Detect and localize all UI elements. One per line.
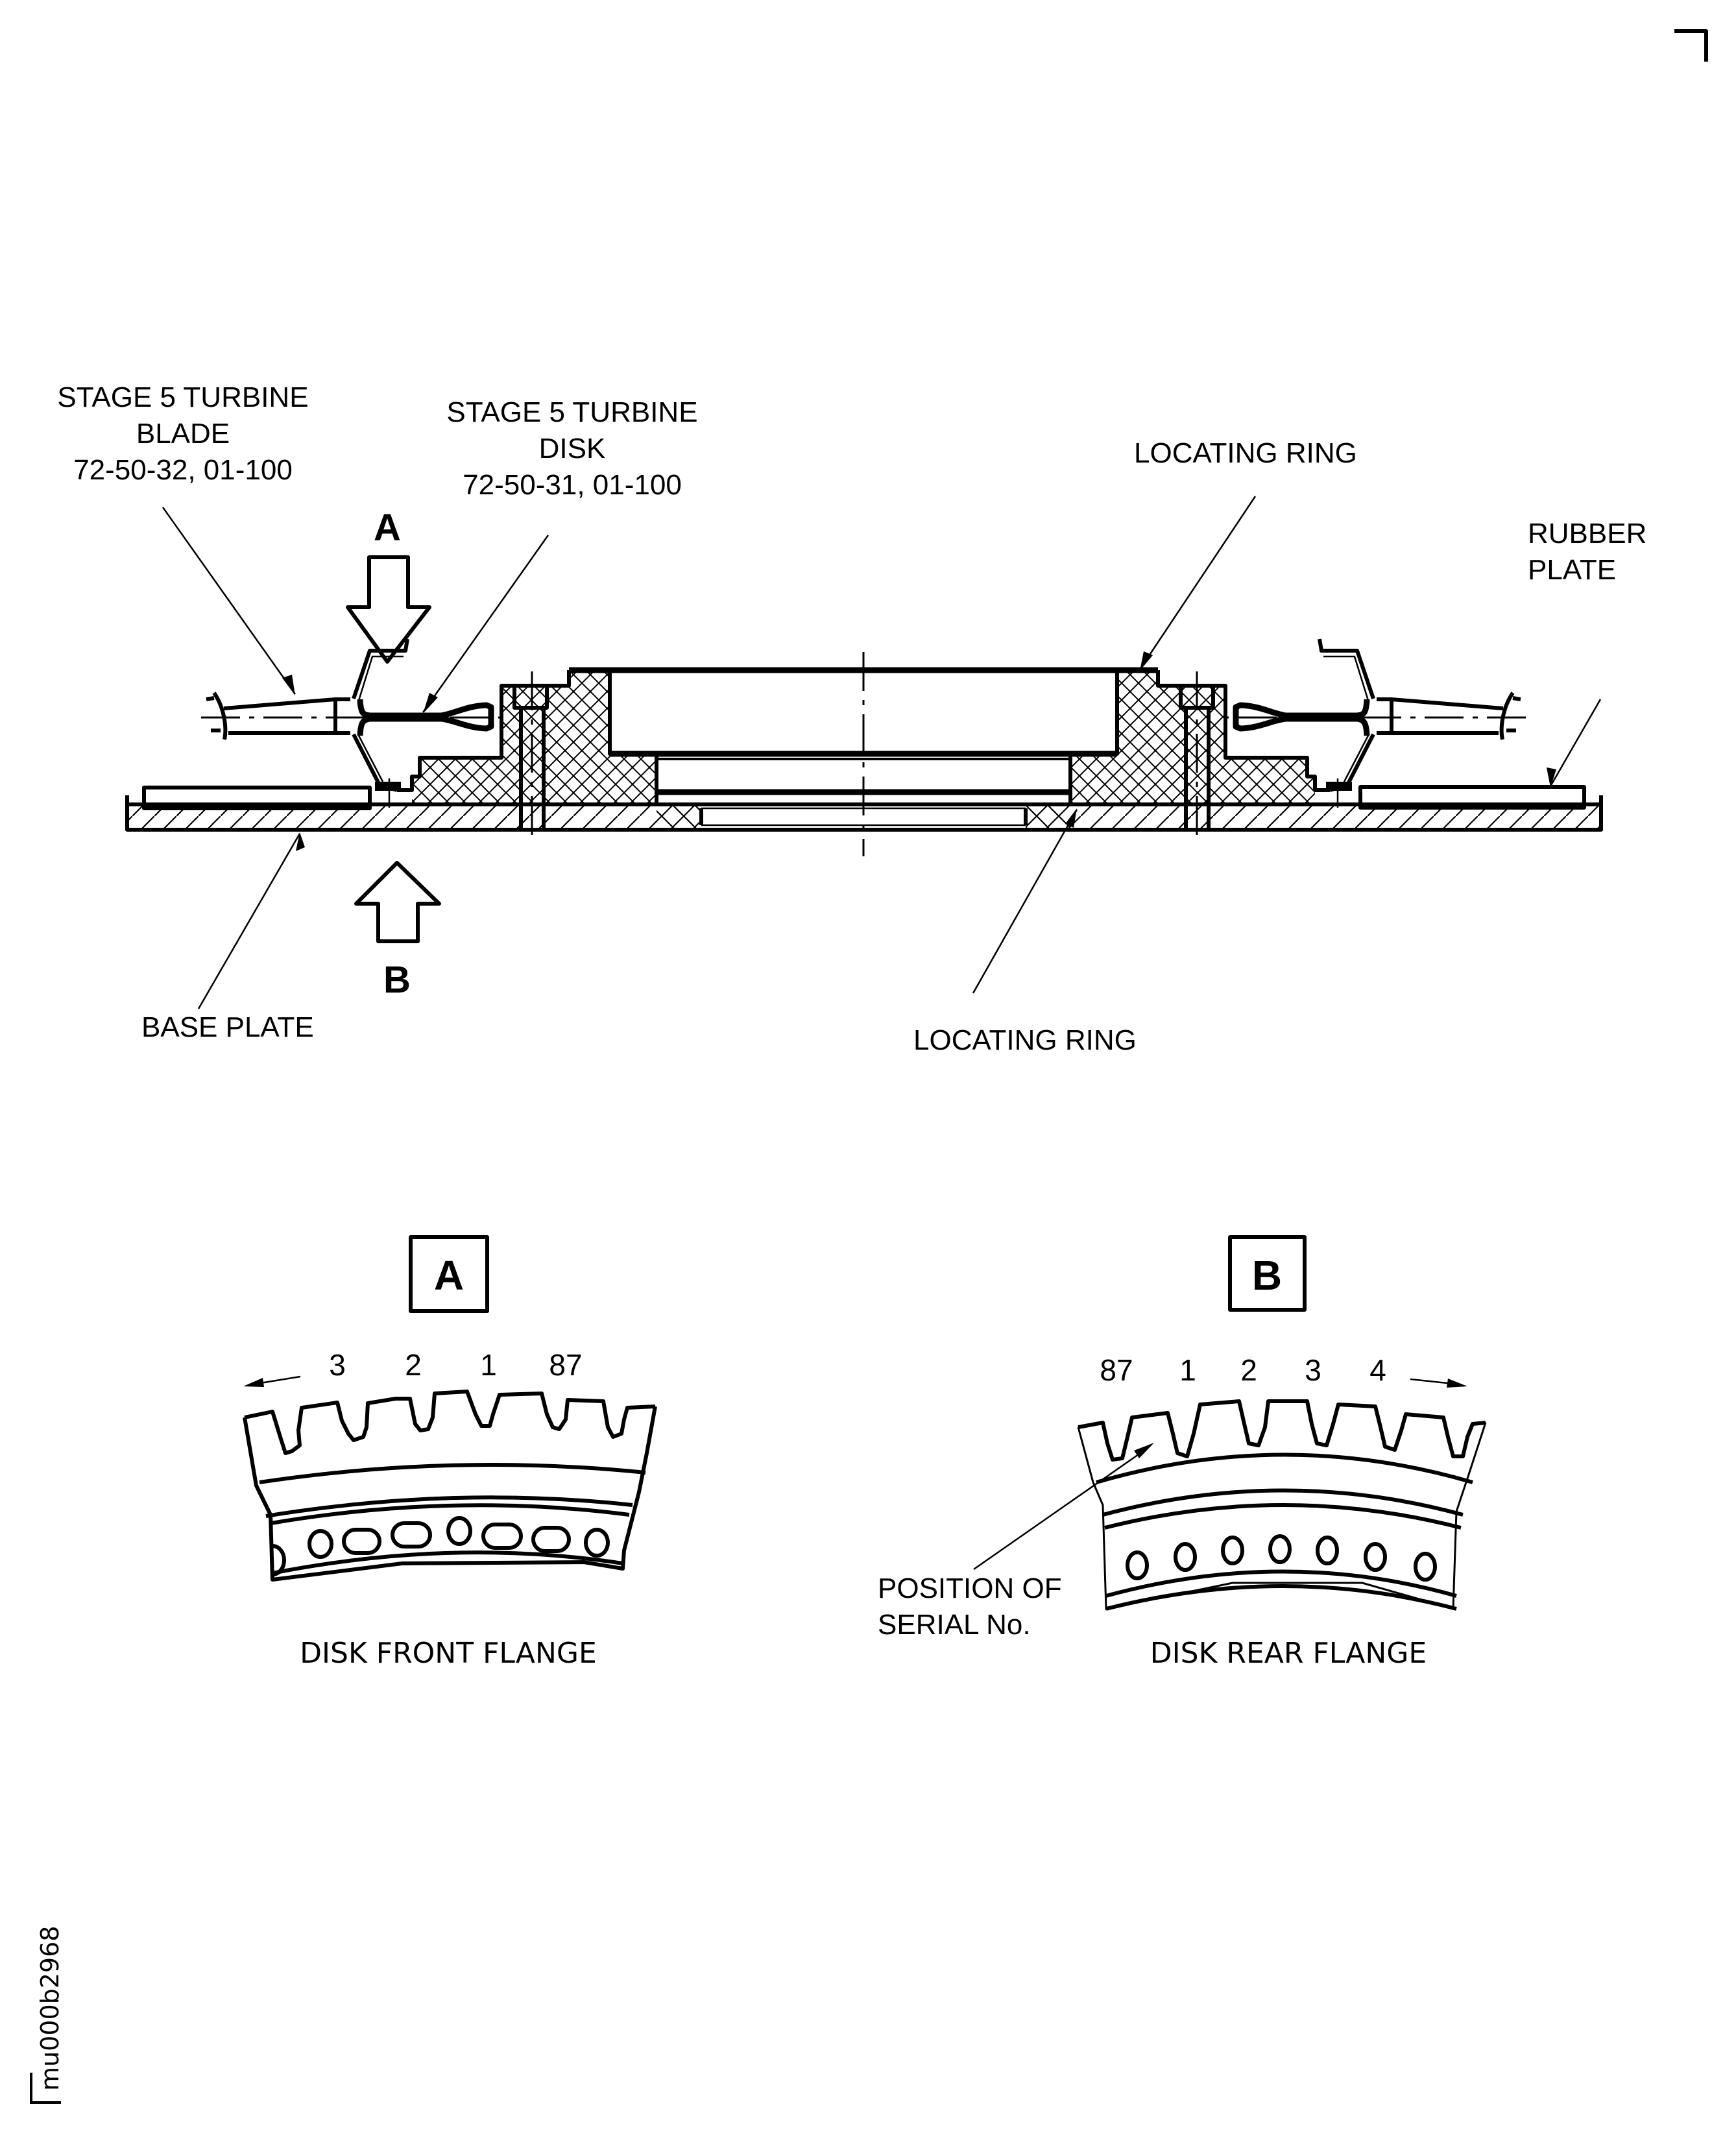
front-flange-caption: DISK FRONT FLANGE: [300, 1637, 597, 1670]
blade-label-line1: STAGE 5 TURBINE: [57, 381, 308, 413]
rubber-plate: [142, 785, 1586, 810]
view-b-badge-letter: B: [1252, 1252, 1282, 1299]
disk-label-line2: DISK: [539, 433, 606, 464]
disk-label-line3: 72-50-31, 01-100: [463, 469, 682, 501]
serial-callout: POSITION OF SERIAL No.: [878, 1443, 1154, 1641]
section-labels: STAGE 5 TURBINE BLADE 72-50-32, 01-100 S…: [57, 381, 1646, 1056]
slot-number: 2: [405, 1348, 422, 1382]
detail-view-a: A 3 2 1 87 DISK FRONT FLANGE: [243, 1235, 657, 1670]
base-plate-label: BASE PLATE: [141, 1011, 314, 1043]
detail-view-b: B 87 1 2 3 4 POSITIO: [878, 1235, 1487, 1670]
fixture-right: [1068, 670, 1330, 804]
rubber-plate-label-line1: RUBBER: [1528, 518, 1646, 549]
slot-number: 2: [1240, 1353, 1257, 1387]
locating-ring-lower: [657, 804, 1070, 830]
direction-arrow-right-icon: [1410, 1378, 1467, 1388]
fixture-left: [397, 670, 658, 804]
slot-number: 3: [329, 1348, 346, 1382]
slot-number: 1: [1179, 1353, 1196, 1387]
direction-arrow-left-icon: [243, 1375, 301, 1387]
view-arrow-b: B: [354, 861, 441, 1001]
blade-label-line3: 72-50-32, 01-100: [73, 454, 293, 486]
view-a-badge-letter: A: [434, 1252, 464, 1299]
bolt-right: [1179, 671, 1215, 843]
locating-ring-bottom-label: LOCATING RING: [913, 1024, 1137, 1056]
blade-label-line2: BLADE: [136, 418, 230, 450]
view-arrow-b-label: B: [383, 959, 411, 1001]
figure-id: mu000b2968: [36, 1926, 64, 2091]
section-view: A B STAGE 5 TURBINE BLADE 72-50-32, 01-1…: [57, 381, 1646, 1056]
view-b-badge: [1228, 1235, 1307, 1312]
corner-mark-top-right: [1674, 29, 1708, 62]
serial-callout-line1: POSITION OF: [878, 1573, 1062, 1604]
slot-number: 3: [1305, 1353, 1321, 1387]
disk-label-line1: STAGE 5 TURBINE: [446, 396, 697, 428]
disk-blade-left: [201, 638, 500, 808]
view-arrow-a: A: [346, 507, 431, 664]
slot-number: 1: [480, 1348, 497, 1382]
rear-flange-caption: DISK REAR FLANGE: [1150, 1637, 1427, 1670]
bolt-left: [512, 671, 549, 843]
rear-flange-sketch: [1077, 1399, 1487, 1611]
disk-blade-right: [1227, 638, 1526, 808]
slot-number: 87: [549, 1348, 582, 1382]
slot-number: 4: [1369, 1353, 1386, 1387]
leader-lines: [162, 496, 1602, 1009]
front-flange-sketch: [243, 1390, 657, 1582]
slot-number: 87: [1100, 1353, 1133, 1387]
view-a-badge: [409, 1235, 489, 1313]
locating-ring-top-label: LOCATING RING: [1134, 437, 1357, 469]
serial-callout-line2: SERIAL No.: [878, 1609, 1031, 1641]
corner-mark-bottom-left: [30, 2073, 61, 2104]
rubber-plate-label-line2: PLATE: [1528, 554, 1616, 586]
view-arrow-a-label: A: [374, 507, 401, 549]
